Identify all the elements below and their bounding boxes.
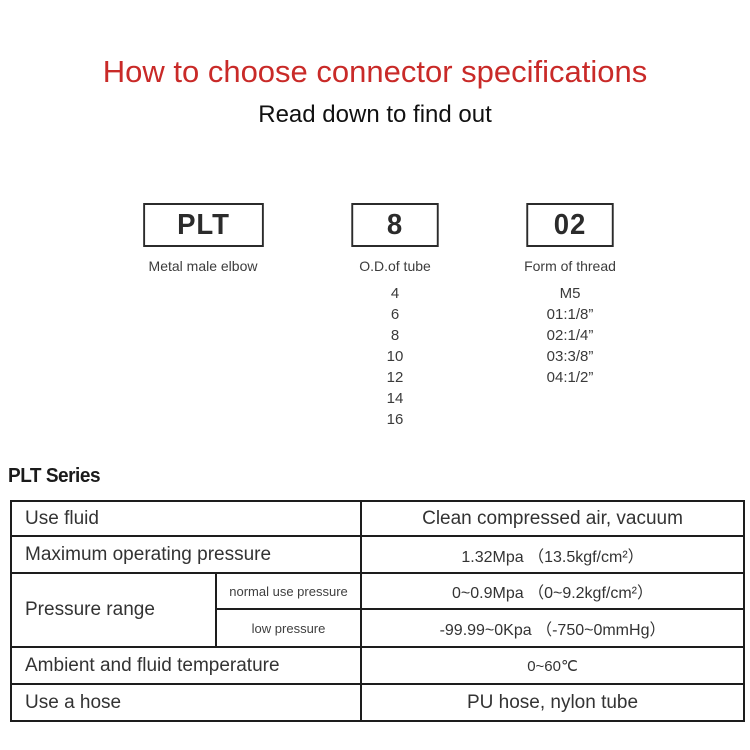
- tube-od-label: O.D.of tube: [359, 258, 431, 274]
- table-row-pressure-range-normal: Pressure range normal use pressure 0~0.9…: [10, 572, 746, 648]
- row-value-use-fluid: Clean compressed air, vacuum: [360, 500, 746, 537]
- page-title: How to choose connector specifications: [102, 54, 648, 89]
- table-row-temperature: Ambient and fluid temperature 0~60℃: [9, 646, 746, 685]
- model-code-box: PLT: [142, 203, 264, 247]
- code-segment-tube-od: 8 O.D.of tube 4 6 8 10 12 14 16: [310, 203, 480, 430]
- row-value-temperature: 0~60℃: [360, 646, 746, 685]
- row-label-hose: Use a hose: [9, 683, 363, 722]
- tube-od-option: 12: [386, 369, 404, 386]
- table-row-hose: Use a hose PU hose, nylon tube: [9, 683, 746, 722]
- tube-od-code-box: 8: [351, 203, 439, 247]
- row-value-hose: PU hose, nylon tube: [360, 683, 746, 722]
- tube-od-options: 4 6 8 10 12 14 16: [310, 283, 480, 430]
- row-value-low-pressure: -99.99~0Kpa （-750~0mmHg）: [360, 608, 746, 648]
- thread-option: 02:1/4”: [546, 327, 594, 344]
- model-code-label: Metal male elbow: [148, 258, 258, 274]
- table-row-pressure-range-low: low pressure -99.99~0Kpa （-750~0mmHg）: [11, 608, 746, 648]
- row-label-pressure-range: Pressure range: [10, 572, 217, 648]
- thread-option: M5: [559, 285, 581, 302]
- tube-od-option: 8: [390, 327, 400, 344]
- thread-option: 03:3/8”: [546, 348, 594, 365]
- thread-label: Form of thread: [524, 258, 616, 274]
- code-segment-thread: 02 Form of thread M5 01:1/8” 02:1/4” 03:…: [485, 203, 655, 388]
- row-label-temperature: Ambient and fluid temperature: [9, 646, 363, 685]
- row-label-use-fluid: Use fluid: [9, 500, 363, 537]
- row-value-normal-pressure: 0~0.9Mpa （0~9.2kgf/cm²）: [360, 572, 746, 610]
- sub-label-low-pressure: low pressure: [214, 608, 363, 648]
- sub-label-normal-pressure: normal use pressure: [214, 572, 363, 610]
- table-row-use-fluid: Use fluid Clean compressed air, vacuum: [9, 500, 746, 537]
- tube-od-option: 14: [386, 390, 404, 407]
- code-segment-model: PLT Metal male elbow: [118, 203, 288, 274]
- row-value-max-pressure: 1.32Mpa （13.5kgf/cm²）: [360, 535, 746, 574]
- thread-code-box: 02: [526, 203, 614, 247]
- page-subtitle: Read down to find out: [258, 101, 492, 128]
- tube-od-option: 10: [386, 348, 404, 365]
- tube-od-option: 4: [390, 285, 400, 302]
- row-label-max-pressure: Maximum operating pressure: [9, 535, 363, 574]
- thread-option: 01:1/8”: [546, 306, 594, 323]
- spec-table: Use fluid Clean compressed air, vacuum M…: [9, 500, 746, 722]
- thread-option: 04:1/2”: [546, 369, 594, 386]
- table-row-max-pressure: Maximum operating pressure 1.32Mpa （13.5…: [9, 535, 746, 574]
- tube-od-option: 6: [390, 306, 400, 323]
- thread-options: M5 01:1/8” 02:1/4” 03:3/8” 04:1/2”: [485, 283, 655, 388]
- series-heading: PLT Series: [8, 465, 101, 487]
- tube-od-option: 16: [386, 411, 404, 428]
